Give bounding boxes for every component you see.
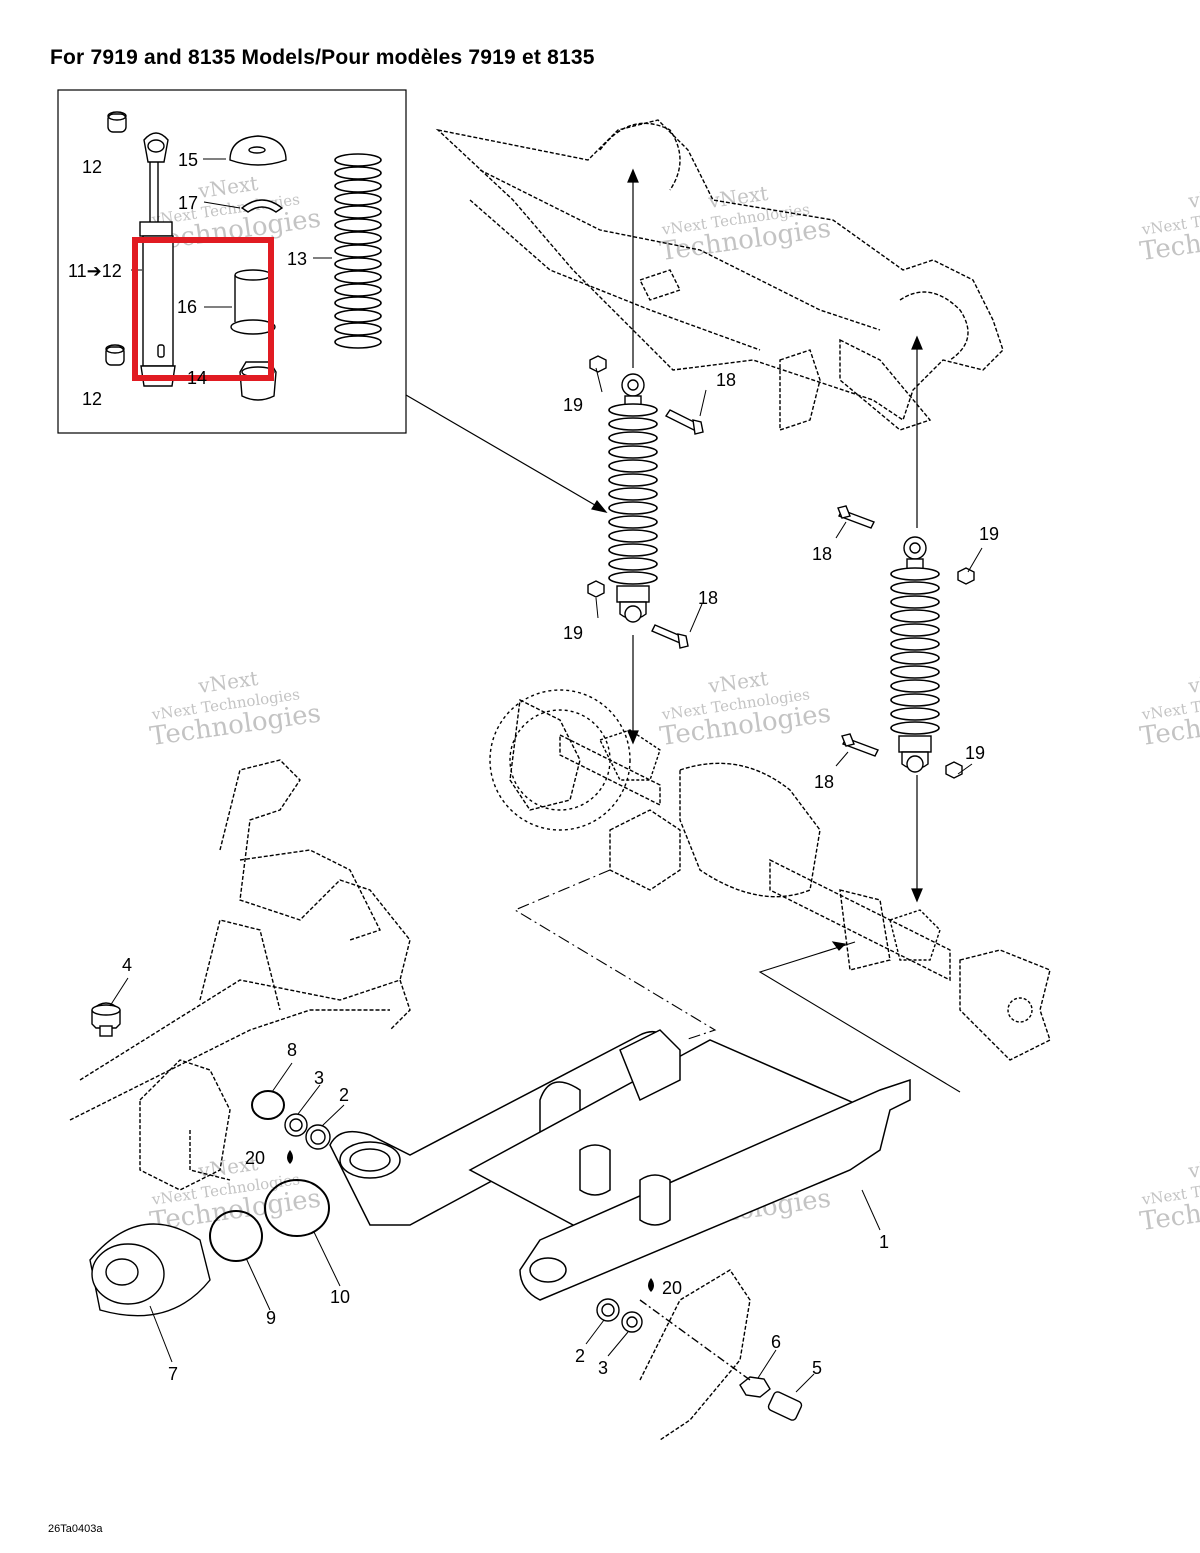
callout-9: 9 bbox=[266, 1308, 276, 1328]
callout-20: 20 bbox=[662, 1278, 682, 1298]
inset-to-shock-arrow bbox=[405, 394, 608, 513]
reference-code: 26Ta0403a bbox=[48, 1523, 103, 1535]
callout-15: 15 bbox=[178, 150, 198, 170]
callout-13: 13 bbox=[287, 249, 307, 269]
callout-7: 7 bbox=[168, 1364, 178, 1384]
callout-14: 14 bbox=[187, 368, 207, 388]
callout-1: 1 bbox=[879, 1232, 889, 1252]
rear-frame bbox=[435, 119, 1004, 431]
callout-20: 20 bbox=[245, 1148, 265, 1168]
shock-absorber-left bbox=[587, 355, 704, 649]
callout-6: 6 bbox=[771, 1332, 781, 1352]
assembly-leaders bbox=[513, 869, 961, 1093]
frame-left-section bbox=[69, 759, 411, 1191]
callout-18: 18 bbox=[814, 772, 834, 792]
swing-arm bbox=[329, 1029, 911, 1301]
callout-2: 2 bbox=[575, 1346, 585, 1366]
callout-12: 12 bbox=[82, 157, 102, 177]
bushing-part bbox=[105, 111, 127, 366]
page-title: For 7919 and 8135 Models/Pour modèles 79… bbox=[50, 46, 595, 69]
mounting-arrows bbox=[627, 168, 923, 903]
svg-text:vNext: vNext bbox=[1186, 181, 1200, 213]
coil-spring-part bbox=[334, 153, 382, 349]
callout-17: 17 bbox=[178, 193, 198, 213]
grease-drop-icon bbox=[287, 1150, 293, 1164]
callout-18: 18 bbox=[698, 588, 718, 608]
highlight-box bbox=[132, 237, 274, 381]
callout-5: 5 bbox=[812, 1358, 822, 1378]
svg-text:vNext: vNext bbox=[1186, 1151, 1200, 1183]
callout-8: 8 bbox=[287, 1040, 297, 1060]
rear-axle-assembly bbox=[489, 689, 1051, 1061]
svg-text:vNext: vNext bbox=[1186, 666, 1200, 698]
callout-19: 19 bbox=[563, 623, 583, 643]
callout-18: 18 bbox=[812, 544, 832, 564]
callout-leaders bbox=[109, 367, 983, 1393]
callout-11-12: 11➔12 bbox=[68, 261, 122, 281]
callout-19: 19 bbox=[563, 395, 583, 415]
callout-12: 12 bbox=[82, 389, 102, 409]
shock-absorber-right bbox=[837, 505, 975, 779]
callout-3: 3 bbox=[314, 1068, 324, 1088]
callout-3: 3 bbox=[598, 1358, 608, 1378]
callout-18: 18 bbox=[716, 370, 736, 390]
spring-seat-part bbox=[229, 135, 287, 166]
callout-4: 4 bbox=[122, 955, 132, 975]
callout-16: 16 bbox=[177, 297, 197, 317]
shock-absorber-body bbox=[139, 132, 176, 387]
callout-2: 2 bbox=[339, 1085, 349, 1105]
grease-drop-icon bbox=[648, 1278, 654, 1292]
swing-arm-hardware bbox=[89, 1002, 803, 1441]
callout-19: 19 bbox=[979, 524, 999, 544]
callout-19: 19 bbox=[965, 743, 985, 763]
callout-10: 10 bbox=[330, 1287, 350, 1307]
callout-labels: 12 15 17 11➔12 13 16 14 12 19 18 19 18 1… bbox=[68, 150, 999, 1384]
